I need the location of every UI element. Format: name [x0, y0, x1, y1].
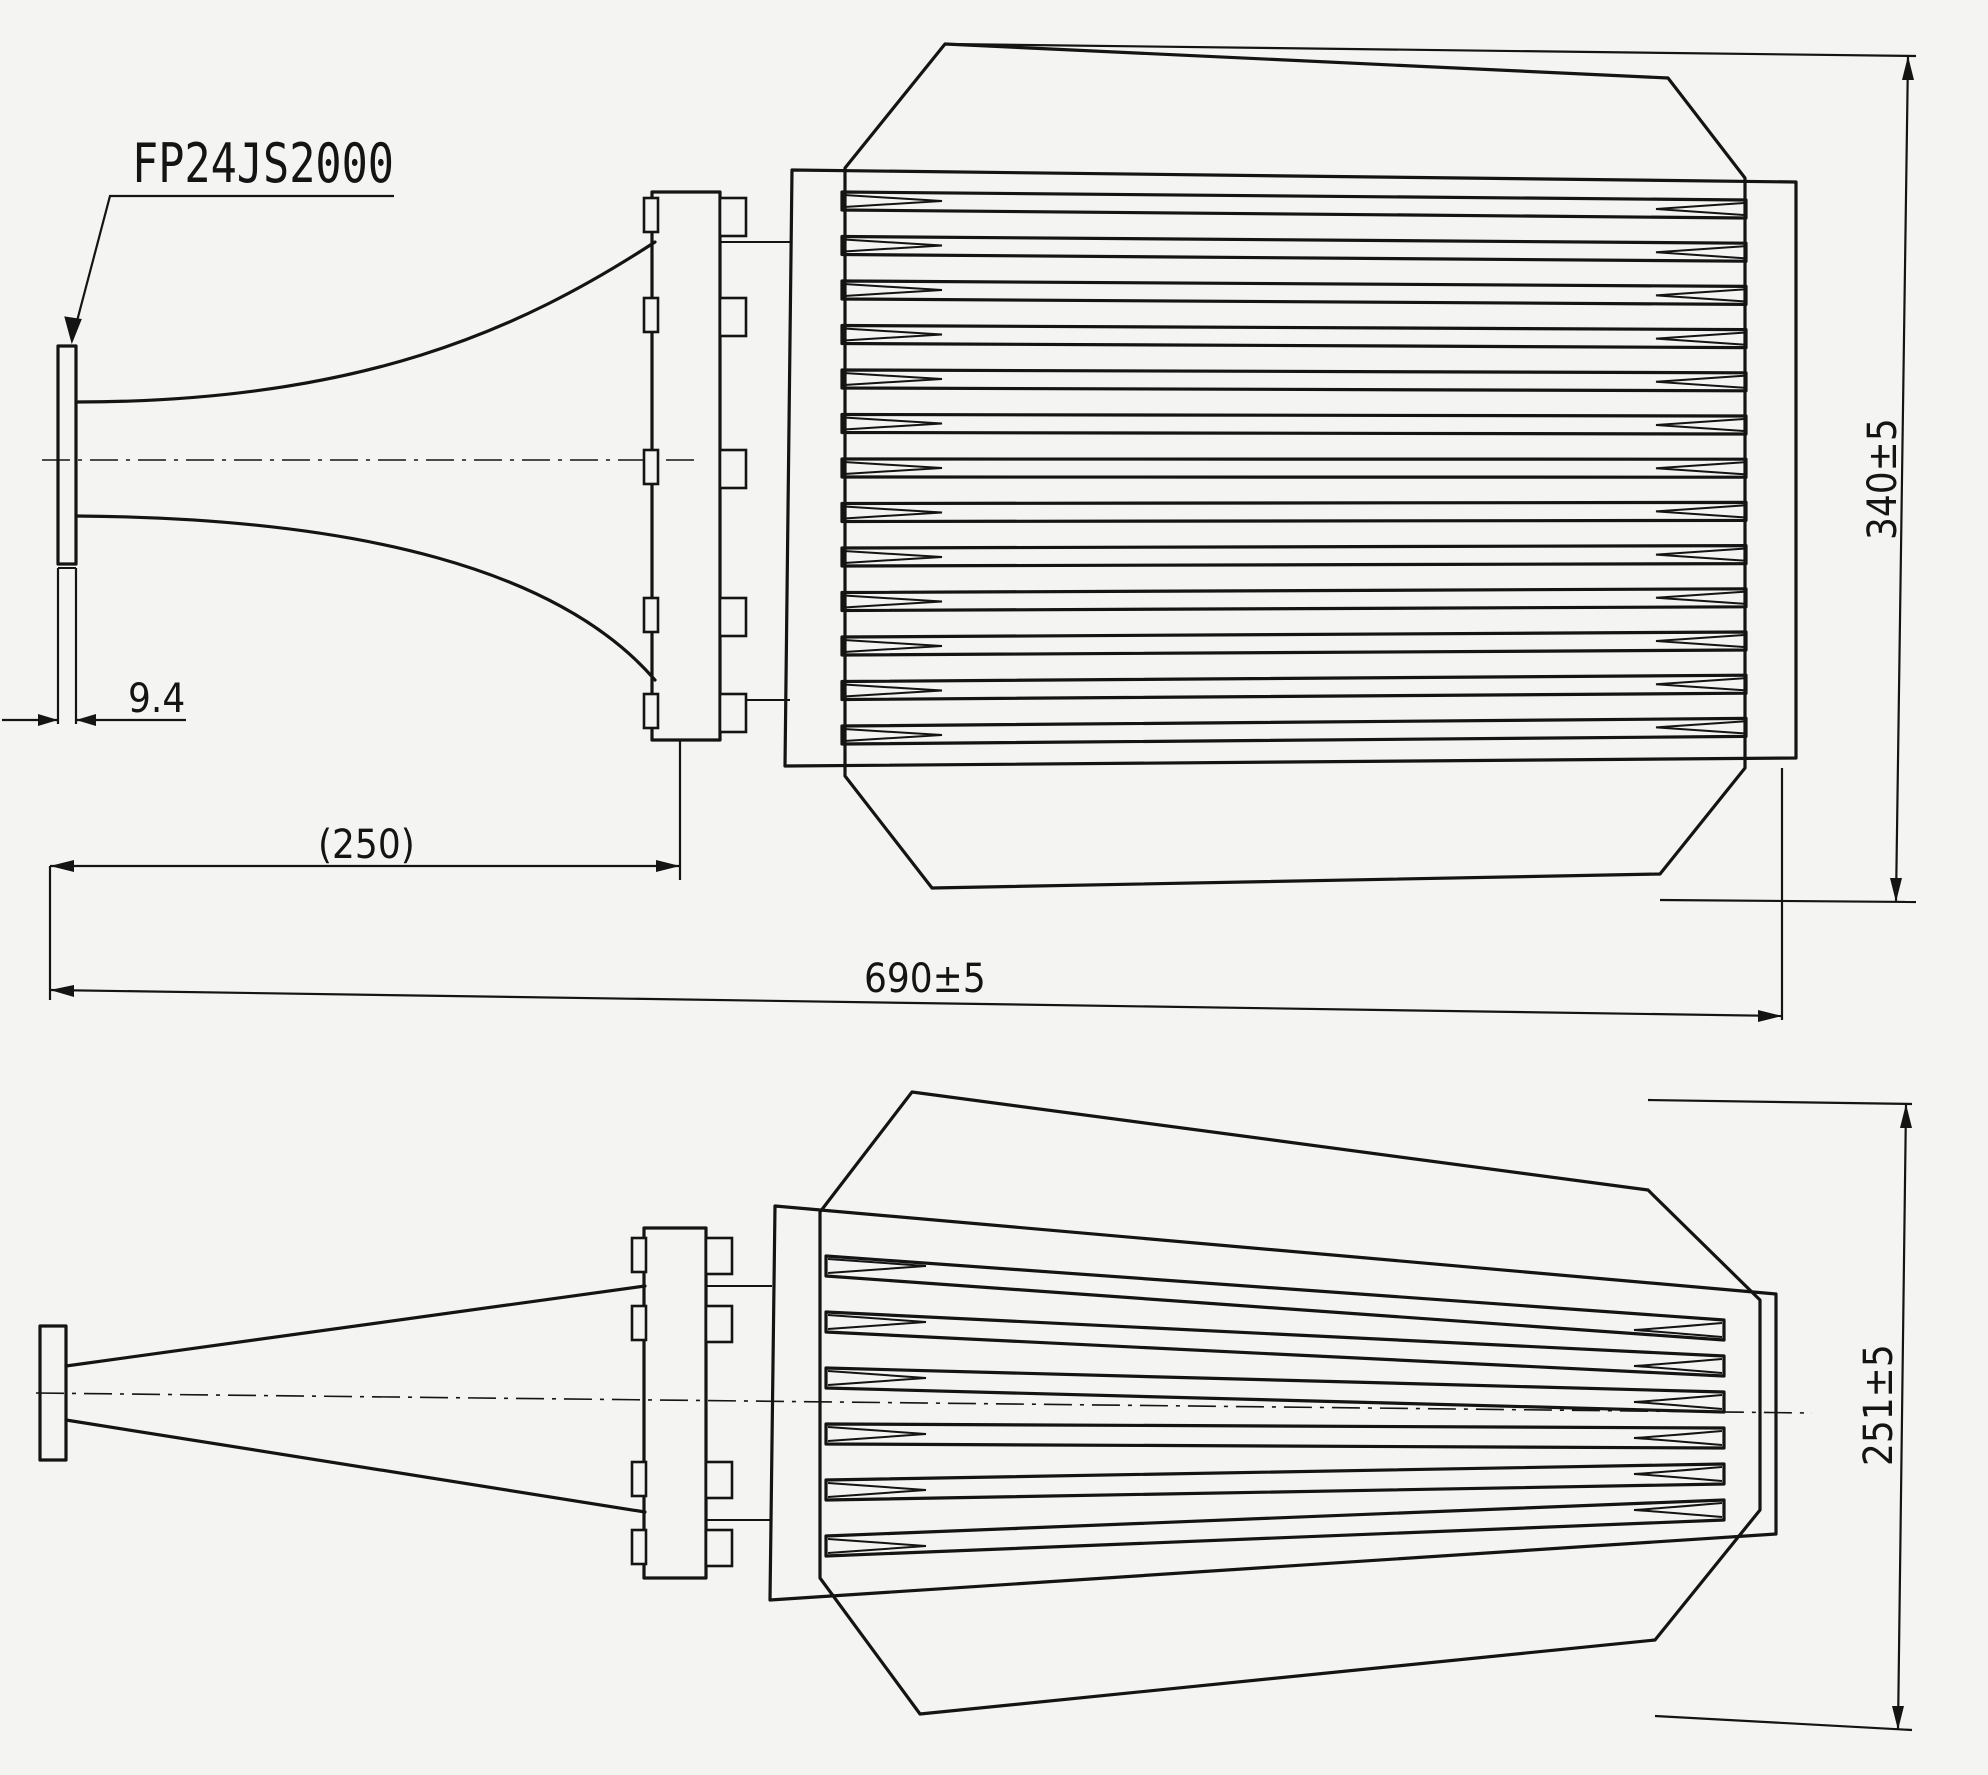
top-slot [840, 279, 1748, 306]
side-slots [824, 1254, 1726, 1558]
top-flange-bolts [642, 196, 748, 734]
top-input-flange [56, 344, 78, 566]
top-slots [840, 190, 1748, 746]
side-view [35, 1090, 1813, 1716]
top-slot [840, 323, 1748, 350]
side-flange-bolts [630, 1236, 734, 1568]
top-slot [840, 368, 1748, 393]
top-horn-taper [74, 240, 657, 682]
top-slot-plate [783, 168, 1798, 768]
side-outer-shell [818, 1090, 1762, 1716]
top-slot [840, 457, 1748, 479]
side-center-line [35, 1392, 1813, 1414]
top-slot [840, 500, 1748, 524]
side-slot [824, 1422, 1726, 1450]
height-top-label: 340±5 [1860, 418, 1906, 540]
dimensions: FP24JS2000 9.4 (250) 690±5 340±5 [2, 42, 1917, 1732]
side-slot [824, 1254, 1726, 1342]
part-number-label: FP24JS2000 [132, 132, 394, 195]
side-horn-taper [64, 1284, 647, 1514]
top-main-flange [650, 190, 722, 742]
side-slot [824, 1462, 1726, 1502]
side-slot [824, 1310, 1726, 1378]
top-slot [840, 587, 1748, 613]
top-slot [840, 234, 1748, 263]
side-slot [824, 1498, 1726, 1558]
top-slot [840, 673, 1748, 702]
top-slot [840, 190, 1748, 220]
height-side-label: 251±5 [1856, 1344, 1902, 1466]
top-slot [840, 412, 1748, 436]
part-number-leader [70, 194, 394, 341]
overall-length-label: 690±5 [864, 956, 986, 1002]
side-slot [824, 1366, 1726, 1414]
side-main-flange [642, 1226, 708, 1580]
flange-thickness-label: 9.4 [128, 676, 185, 722]
top-slot [840, 630, 1748, 657]
horn-length-label: (250) [318, 822, 415, 868]
top-view [42, 42, 1798, 890]
top-slot [840, 716, 1748, 746]
top-slot [840, 544, 1748, 568]
side-slot-plate [768, 1204, 1778, 1602]
